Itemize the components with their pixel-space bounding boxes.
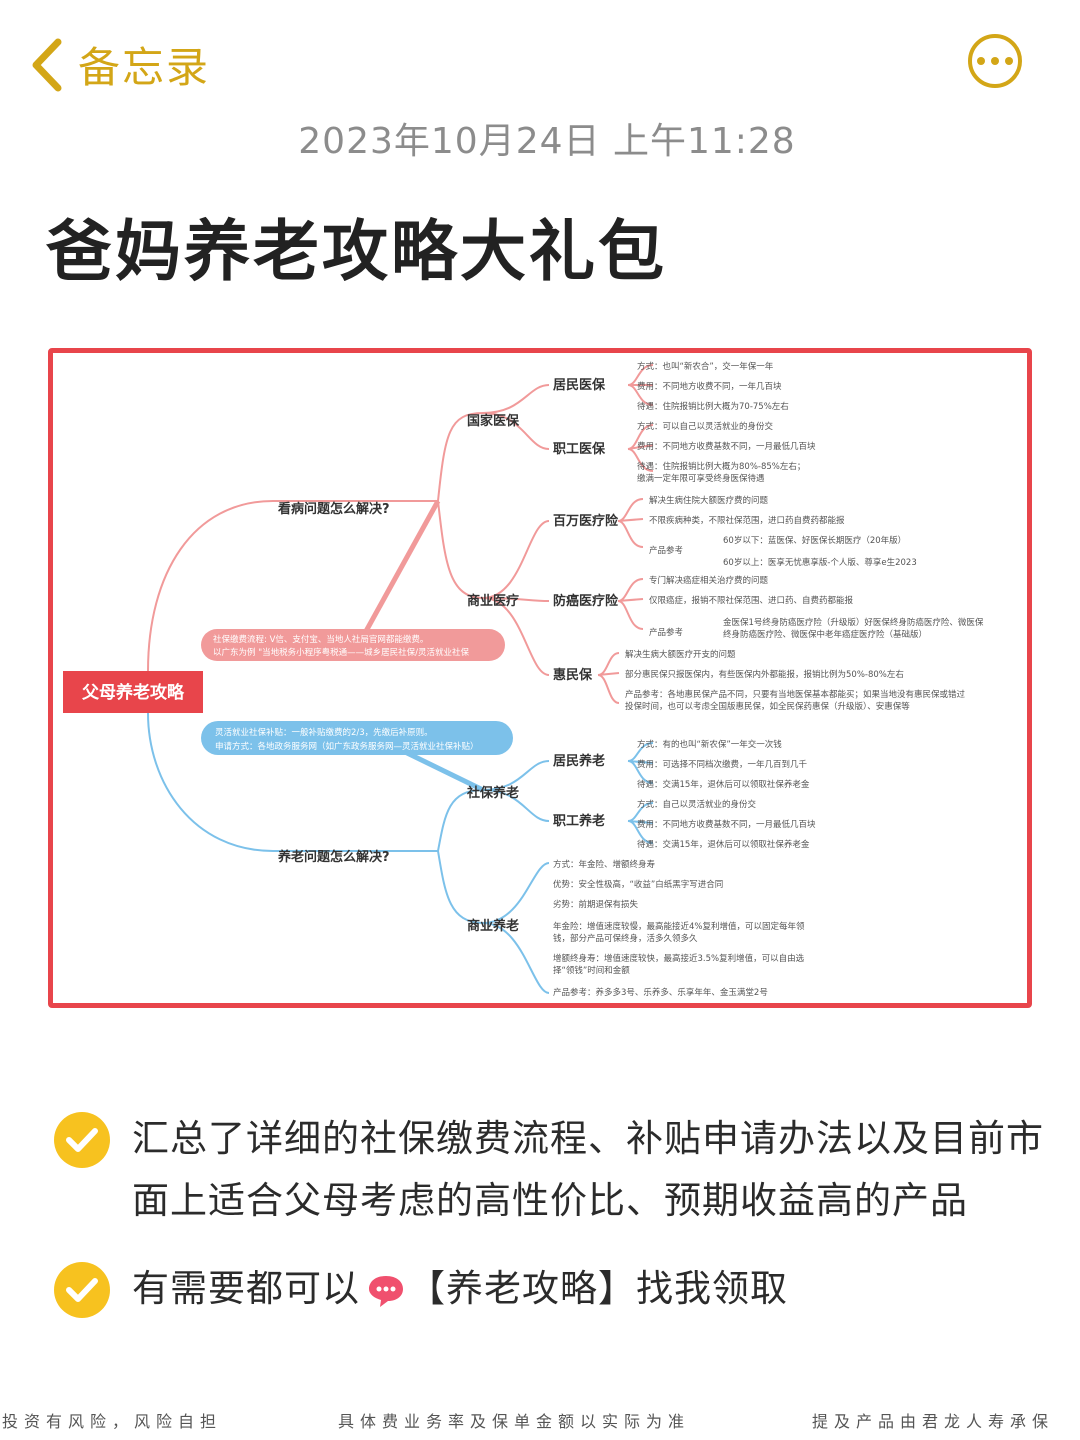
bullet-text: 汇总了详细的社保缴费流程、补贴申请办法以及目前市面上适合父母考虑的高性价比、预期… [132, 1117, 1044, 1222]
leaf: 不限疾病种类，不限社保范围，进口药自费药都能报 [649, 515, 845, 526]
mindmap-image: 父母养老攻略 看病问题怎么解决? 养老问题怎么解决? 社保缴费流程: V信、支付… [48, 348, 1032, 1008]
leaf: 优势：安全性极高，“收益”白纸黑字写进合同 [553, 879, 723, 890]
bullet-list: 汇总了详细的社保缴费流程、补贴申请办法以及目前市面上适合父母考虑的高性价比、预期… [54, 1108, 1054, 1346]
leaf: 专门解决癌症相关治疗费的问题 [649, 575, 769, 586]
note-date: 2023年10月24日 上午11:28 [298, 121, 796, 162]
blue-connectors [147, 712, 654, 994]
disclaimer-footer: 投资有风险，风险自担 具体费业务率及保单金额以实际为准 提及产品由君龙人寿承保 [0, 1408, 1080, 1432]
leaf: 缴满一定年限可享受终身医保待遇 [637, 473, 765, 484]
disclaimer-3: 提及产品由君龙人寿承保 [812, 1412, 1055, 1431]
branch-national: 国家医保 [467, 413, 520, 429]
leaf: 待遇：住院报销比例大概为80%-85%左右； [637, 461, 805, 472]
bullet-item: 汇总了详细的社保缴费流程、补贴申请办法以及目前市面上适合父母考虑的高性价比、预期… [54, 1108, 1054, 1232]
leaf: 金医保1号终身防癌医疗险（升级版）好医保终身防癌医疗险、微医保 [723, 617, 984, 628]
check-circle-icon [54, 1262, 110, 1318]
more-button[interactable] [968, 34, 1022, 88]
leaf: 方式：也叫“新农合”，交一年保一年 [637, 361, 774, 372]
blue-note-bg [201, 721, 513, 755]
leaf: 产品参考：养多多3号、乐养多、乐享年年、金玉满堂2号 [553, 987, 768, 998]
bullet-item: 有需要都可以 【养老攻略】找我领取 [54, 1258, 1054, 1320]
leaf: 产品参考：各地惠民保产品不同，只要有当地医保基本都能买；如果当地没有惠民保或错过 [625, 689, 966, 700]
leaf: 终身防癌医疗险、微医保中老年癌症医疗险（基础版） [723, 629, 927, 640]
branch-resident-med: 居民医保 [553, 377, 606, 393]
leaf: 年金险：增值速度较慢，最高能接近4%复利增值，可以固定每年领 [553, 921, 805, 932]
disclaimer-1: 投资有风险，风险自担 [2, 1412, 223, 1431]
leaf: 方式：自己以灵活就业的身份交 [637, 799, 757, 810]
bullet-text-pre: 有需要都可以 [132, 1267, 360, 1310]
q2-label: 养老问题怎么解决? [277, 849, 390, 865]
leaf: 方式：年金险、增额终身寿 [553, 859, 656, 870]
leaf: 仅限癌症，报销不限社保范围、进口药、自费药都能报 [649, 595, 854, 606]
branch-huimin: 惠民保 [553, 667, 593, 683]
check-circle-icon [54, 1112, 110, 1168]
pink-connectors [147, 364, 654, 704]
note-title: 爸妈养老攻略大礼包 [46, 213, 667, 290]
back-label: 备忘录 [78, 43, 211, 92]
leaf: 待遇：交满15年，退休后可以领取社保养老金 [637, 839, 810, 850]
disclaimer-2: 具体费业务率及保单金额以实际为准 [338, 1412, 691, 1431]
mindmap-root-node [63, 671, 203, 713]
leaf: 产品参考 [649, 545, 683, 556]
top-bar: 备忘录 [0, 0, 1080, 120]
leaf: 择“领钱”时间和金额 [553, 965, 630, 976]
blue-note-line: 灵活就业社保补贴：一般补贴缴费的2/3，先缴后补原则。 [215, 727, 433, 738]
branch-social-pension: 社保养老 [466, 785, 519, 801]
leaf: 部分惠民保只报医保内，有些医保内外都能报，报销比例为50%-80%左右 [625, 669, 904, 680]
pink-note-line: 社保缴费流程: V信、支付宝、当地人社局官网都能缴费。 [213, 634, 428, 645]
blue-note-line: 申请方式：各地政务服务网（如广东政务服务网—灵活就业社保补贴） [215, 741, 479, 752]
leaf: 解决生病住院大额医疗费的问题 [649, 495, 769, 506]
branch-resident-pension: 居民养老 [553, 753, 605, 769]
leaf: 60岁以下：蓝医保、好医保长期医疗（20年版） [723, 535, 906, 546]
branch-employee-pension: 职工养老 [553, 813, 605, 829]
leaf: 劣势：前期退保有损失 [553, 899, 639, 910]
branch-commercial-med: 商业医疗 [467, 593, 519, 609]
bullet-text-post: 【养老攻略】找我领取 [408, 1267, 788, 1310]
chevron-left-icon [32, 38, 62, 91]
speech-bubble-icon [369, 1275, 403, 1307]
leaf: 费用：不同地方收费基数不同，一月最低几百块 [637, 819, 816, 830]
branch-employee-med: 职工医保 [553, 441, 606, 457]
leaf: 费用：可选择不同档次缴费，一年几百到几千 [637, 759, 808, 770]
leaf: 待遇：住院报销比例大概为70-75%左右 [637, 401, 789, 412]
branch-cancer: 防癌医疗险 [553, 593, 619, 609]
pink-note-line: 以广东为例 "当地税务小程序粤税通——城乡居民社保/灵活就业社保 [213, 647, 469, 658]
back-button[interactable]: 备忘录 [30, 34, 210, 95]
leaf: 增额终身寿：增值速度较快，最高接近3.5%复利增值，可以自由选 [553, 953, 805, 964]
pink-note-bg [201, 629, 505, 661]
leaf: 60岁以上：医享无忧惠享版-个人版、尊享e生2023 [723, 557, 917, 568]
leaf: 待遇：交满15年，退休后可以领取社保养老金 [637, 779, 810, 790]
leaf: 产品参考 [649, 627, 683, 638]
leaf: 费用：不同地方收费不同，一年几百块 [637, 381, 782, 392]
leaf: 方式：可以自己以灵活就业的身份交 [637, 421, 774, 432]
leaf: 费用：不同地方收费基数不同，一月最低几百块 [637, 441, 816, 452]
mindmap-root: 父母养老攻略 [81, 682, 185, 703]
leaf: 投保时间，也可以考虑全国版惠民保，如全民保药惠保（升级版）、安惠保等 [625, 701, 910, 712]
leaf: 方式：有的也叫“新农保”一年交一次钱 [637, 739, 782, 750]
more-dots-icon [977, 57, 985, 65]
q1-label: 看病问题怎么解决? [278, 501, 390, 517]
bullet-text: 有需要都可以 【养老攻略】找我领取 [132, 1258, 788, 1320]
leaf: 钱，部分产品可保终身，活多久领多久 [553, 933, 698, 944]
leaf: 解决生病大额医疗开支的问题 [625, 649, 736, 660]
branch-commercial-pension: 商业养老 [467, 918, 519, 934]
branch-million: 百万医疗险 [553, 513, 619, 529]
